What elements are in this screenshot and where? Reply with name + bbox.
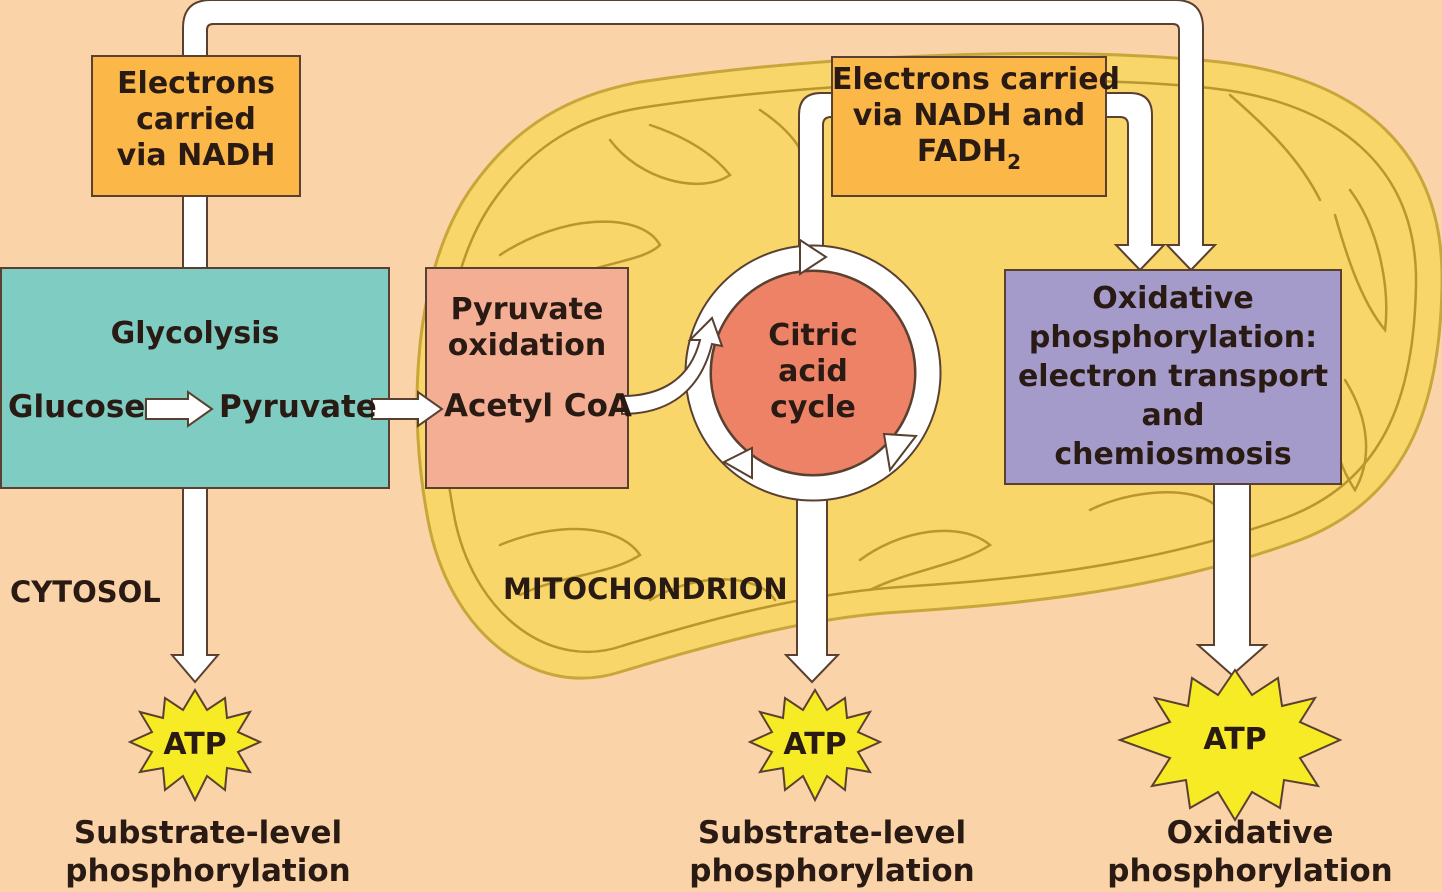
oxphos-line3: electron transport: [1017, 359, 1329, 394]
citric-line1: Citric: [768, 318, 858, 353]
glycolysis-title: Glycolysis: [110, 316, 280, 351]
citric-line3: cycle: [770, 390, 856, 425]
caption-3-line1: Oxidative: [1166, 815, 1334, 851]
oxphos-line2: phosphorylation:: [1028, 320, 1318, 355]
pyruvate-label: Pyruvate: [219, 389, 377, 425]
atp-burst-2: [747, 688, 883, 803]
electrons-nadh-line1: Electrons: [117, 66, 275, 101]
arrow-glycolysis-down: [169, 487, 221, 684]
caption-3-line2: phosphorylation: [1107, 852, 1393, 889]
glycolysis-box: [0, 267, 390, 489]
arrow-glucose-to-pyruvate: [145, 390, 214, 428]
atp-burst-3: [1117, 668, 1343, 822]
electrons-nadh-fadh2-line3: FADH2: [832, 134, 1106, 174]
cycle-arrowhead-top: [799, 238, 828, 276]
cycle-arrowhead-left: [721, 446, 753, 480]
acetyl-coa-label: Acetyl CoA: [444, 388, 632, 424]
arrow-citric-down: [783, 494, 841, 684]
citric-acid-cycle-circle: [710, 270, 916, 476]
electrons-nadh-box: [91, 55, 301, 197]
atp-burst-1: [127, 688, 263, 803]
pyruvate-oxidation-box: [425, 267, 629, 489]
arrow-acetylcoa-into-cycle: [621, 316, 724, 416]
citric-acid-cycle-label: Citric acid cycle: [713, 318, 913, 426]
electrons-nadh-fadh2-label: Electrons carried via NADH and FADH2: [832, 62, 1121, 174]
caption-substrate-level-2: Substrate-level phosphorylation: [682, 815, 982, 891]
electrons-nadh-fadh2-line1: Electrons carried: [832, 62, 1121, 97]
electrons-nadh-line3: via NADH: [116, 138, 276, 173]
caption-1-line2: phosphorylation: [65, 852, 351, 889]
pyruvate-oxidation-title: Pyruvate oxidation: [426, 292, 628, 364]
arrow-pyruvate-to-acetylcoa: [371, 390, 444, 428]
oxidative-phosphorylation-label: Oxidative phosphorylation: electron tran…: [1005, 279, 1341, 474]
caption-2-line1: Substrate-level: [697, 815, 967, 851]
caption-oxidative: Oxidative phosphorylation: [1100, 815, 1400, 891]
caption-1-line1: Substrate-level: [73, 815, 343, 851]
citric-line2: acid: [778, 354, 848, 389]
pyruvate-oxidation-line2: oxidation: [447, 328, 607, 363]
electrons-nadh-label: Electrons carried via NADH: [92, 66, 300, 174]
atp-label-2: ATP: [783, 727, 847, 762]
electrons-nadh-fadh2-line2: via NADH and: [852, 98, 1086, 133]
glucose-label: Glucose: [8, 389, 146, 425]
arrow-oxphos-down: [1195, 483, 1269, 677]
oxphos-line1: Oxidative: [1092, 281, 1254, 316]
caption-2-line2: phosphorylation: [689, 852, 975, 889]
pyruvate-oxidation-line1: Pyruvate: [450, 292, 604, 327]
atp-label-3: ATP: [1203, 722, 1267, 757]
arrow-nadh-loop: [182, 0, 1218, 272]
cytosol-label: CYTOSOL: [10, 575, 161, 609]
electrons-nadh-line2: carried: [136, 102, 256, 137]
fadh-text: FADH: [916, 134, 1008, 169]
oxidative-phosphorylation-box: [1004, 269, 1342, 485]
oxphos-line4: and: [1141, 398, 1205, 433]
atp-label-1: ATP: [163, 727, 227, 762]
fadh-subscript: 2: [1007, 150, 1022, 174]
cycle-arrowhead-right: [882, 432, 918, 473]
mitochondrion-label: MITOCHONDRION: [503, 572, 788, 606]
caption-substrate-level-1: Substrate-level phosphorylation: [58, 815, 358, 891]
oxphos-line5: chemiosmosis: [1054, 437, 1292, 472]
electrons-nadh-fadh2-box: [831, 56, 1107, 197]
